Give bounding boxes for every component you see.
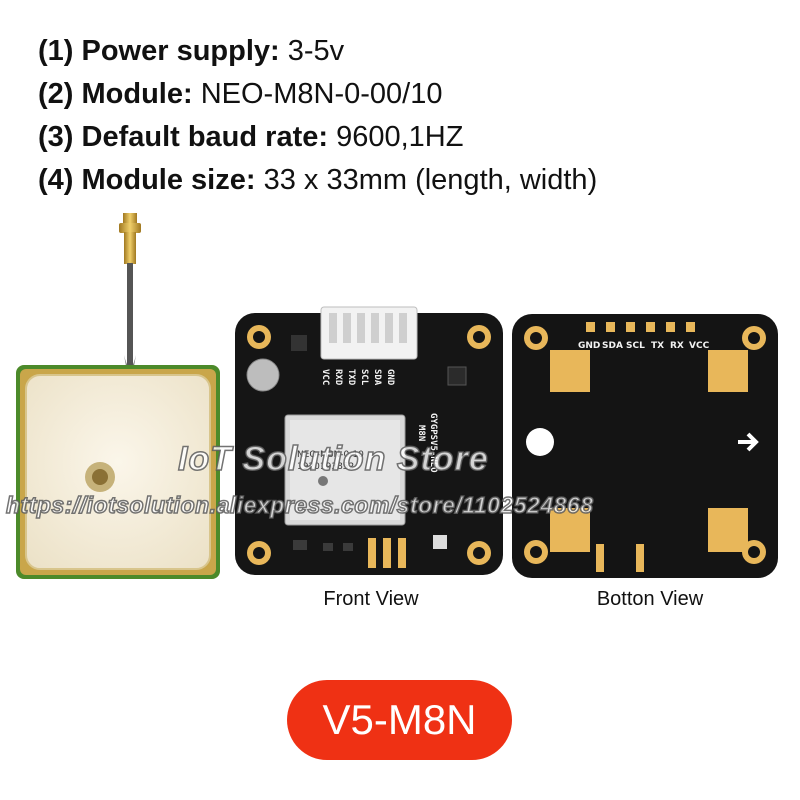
front-pin-label: VCC	[320, 369, 330, 385]
front-chip-label: NEO-M8N-0-10	[297, 450, 364, 460]
front-pin-label: GND	[385, 369, 395, 386]
bottom-pin-label: VCC	[689, 341, 710, 351]
front-side-text: M8N	[416, 425, 426, 441]
spec-value: 9600,1HZ	[336, 121, 464, 153]
front-pin-label: TXD	[346, 369, 356, 386]
spec-power: (1) Power supply: 3-5v	[38, 30, 778, 73]
spec-key: (2) Module:	[38, 78, 193, 110]
spec-value: 3-5v	[287, 35, 345, 67]
bottom-pin-label: SDA	[602, 341, 623, 351]
spec-module: (2) Module: NEO-M8N-0-00/10	[38, 73, 778, 116]
board-bottom-image: GND SDA SCL TX RX VCC	[512, 314, 778, 578]
bottom-pin-label: RX	[670, 341, 684, 351]
front-pin-label: RXD	[333, 369, 343, 386]
spec-value: 33 x 33mm (length, width)	[263, 164, 598, 196]
board-front-image: GND SDA SCL TXD RXD VCC GYGPSV5-NEO M8N …	[235, 306, 503, 575]
spec-key: (3) Default baud rate:	[38, 121, 329, 153]
front-pin-label: SDA	[372, 369, 382, 386]
caption-front-view: Front View	[323, 588, 419, 610]
bottom-pin-label: GND	[578, 341, 600, 351]
spec-key: (1) Power supply:	[38, 35, 280, 67]
front-pin-label: SCL	[359, 369, 369, 386]
bottom-pin-label: SCL	[626, 341, 645, 351]
front-chip-code: 1920193852	[297, 462, 354, 472]
spec-size: (4) Module size: 33 x 33mm (length, widt…	[38, 159, 778, 202]
spec-baud: (3) Default baud rate: 9600,1HZ	[38, 116, 778, 159]
spec-key: (4) Module size:	[38, 164, 256, 196]
gps-antenna-image	[16, 213, 220, 579]
spec-list: (1) Power supply: 3-5v (2) Module: NEO-M…	[38, 30, 778, 202]
caption-bottom-view: Botton View	[596, 588, 704, 610]
bottom-pin-label: TX	[651, 341, 664, 351]
model-badge: V5-M8N	[287, 680, 512, 760]
front-side-text: GYGPSV5-NEO	[428, 413, 438, 473]
spec-value: NEO-M8N-0-00/10	[200, 78, 443, 110]
